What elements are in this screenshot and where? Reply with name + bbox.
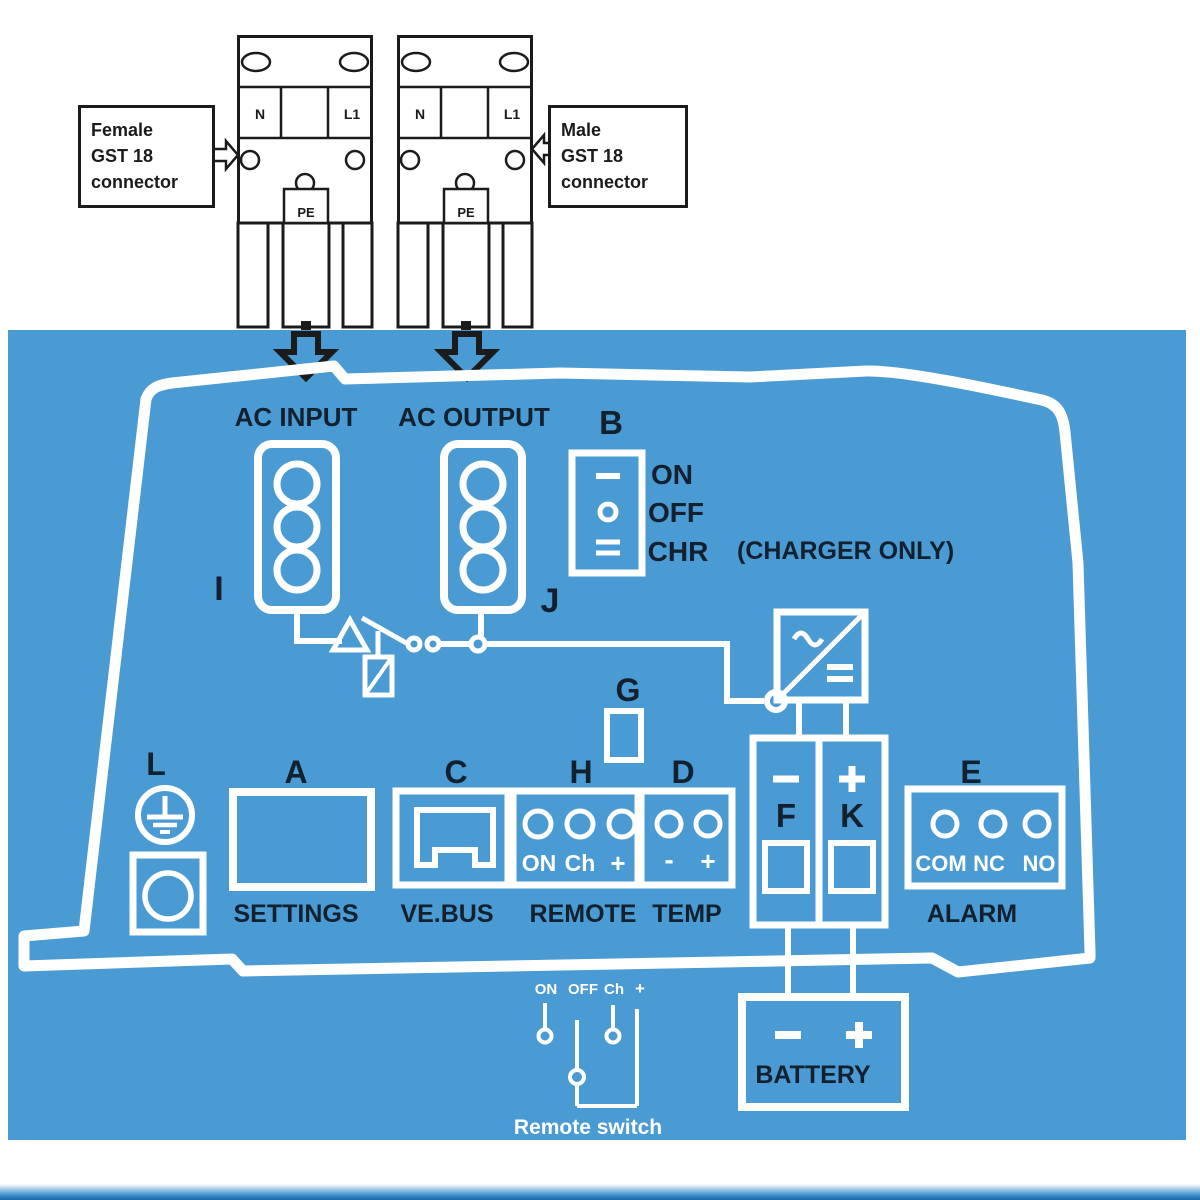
section-letter-f: F <box>775 797 797 834</box>
temp-label: TEMP <box>652 900 722 928</box>
remote-switch-pin-on: ON <box>534 981 558 998</box>
pin-label-neutral: N <box>255 106 265 122</box>
mount-hole <box>240 51 272 73</box>
alarm-pin-nc: NC <box>973 851 1005 876</box>
remote-pin-on: ON <box>521 850 557 876</box>
remote-switch-pin-plus: + <box>635 979 645 998</box>
pin-label-line: L1 <box>504 106 521 122</box>
section-letter-h: H <box>569 754 593 790</box>
ac-output-label: AC OUTPUT <box>398 402 550 432</box>
section-letter-c: C <box>444 754 468 790</box>
remote-pin-ch: Ch <box>564 850 596 876</box>
remote-switch-pin-ch: Ch <box>604 981 624 998</box>
section-letter-i: I <box>214 570 224 608</box>
section-letter-b: B <box>599 404 623 441</box>
arrow-right-icon <box>211 137 240 173</box>
remote-switch-title: Remote switch <box>513 1116 663 1139</box>
alarm-pin-no: NO <box>1022 851 1056 876</box>
device-panel-background <box>8 330 1186 1140</box>
remote-label: REMOTE <box>529 900 637 928</box>
battery-label: BATTERY <box>755 1061 871 1089</box>
female-gst18-connector: N L1 PE <box>236 35 374 330</box>
section-letter-e: E <box>960 754 982 790</box>
mount-hole <box>400 51 432 73</box>
pin-label-line: L1 <box>344 106 361 122</box>
section-letter-g: G <box>615 672 641 708</box>
bottom-accent-bar <box>0 1184 1200 1200</box>
section-letter-k: K <box>840 797 864 834</box>
alarm-pin-com: COM <box>915 851 967 876</box>
section-letter-d: D <box>671 754 695 790</box>
mount-hole <box>338 51 370 73</box>
mount-hole <box>498 51 530 73</box>
remote-pin-plus: + <box>610 848 626 878</box>
section-letter-a: A <box>284 754 308 790</box>
male-connector-callout: Male GST 18 connector <box>548 105 688 208</box>
temp-pin-minus: - <box>664 844 674 875</box>
alarm-label: ALARM <box>926 900 1018 928</box>
section-letter-j: J <box>540 582 560 620</box>
pin-label-earth: PE <box>297 205 315 220</box>
ac-input-label: AC INPUT <box>234 402 358 432</box>
settings-label: SETTINGS <box>233 900 359 928</box>
charger-only-label: (CHARGER ONLY) <box>737 537 955 565</box>
pin-label-earth: PE <box>457 205 475 220</box>
vebus-label: VE.BUS <box>400 900 494 928</box>
pin-label-neutral: N <box>415 106 425 122</box>
remote-switch-pin-off: OFF <box>568 981 598 998</box>
female-connector-callout: Female GST 18 connector <box>78 105 215 208</box>
section-letter-l: L <box>146 746 166 782</box>
switch-chr-label: CHR <box>647 536 709 567</box>
switch-off-label: OFF <box>648 497 704 528</box>
temp-pin-plus: + <box>700 846 716 876</box>
male-gst18-connector: N L1 PE <box>396 35 534 330</box>
switch-on-label: ON <box>651 459 693 490</box>
